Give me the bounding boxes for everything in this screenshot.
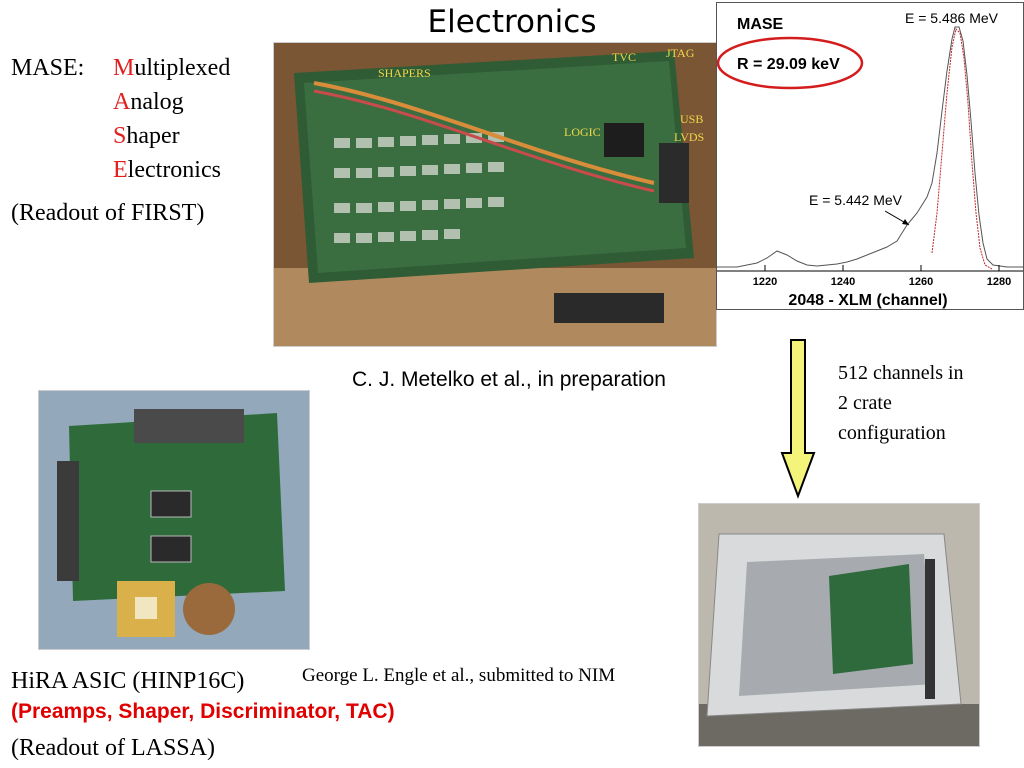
spectrum-plot: 1220 1240 1260 1280 2048 - XLM (channel)… bbox=[716, 2, 1024, 310]
crate-photo bbox=[698, 503, 980, 747]
mase-prefix: MASE: bbox=[11, 55, 85, 81]
board-illustration: SHAPERS TVC JTAG LOGIC USB LVDS bbox=[274, 43, 716, 346]
label-lvds: LVDS bbox=[674, 130, 704, 144]
crate-note: 512 channels in 2 crate configuration bbox=[838, 358, 964, 448]
down-arrow-icon bbox=[780, 339, 816, 499]
peak-label: E = 5.486 MeV bbox=[905, 10, 999, 26]
engle-reference: George L. Engle et al., submitted to NIM bbox=[302, 665, 616, 686]
shoulder-label: E = 5.442 MeV bbox=[809, 192, 903, 208]
acronym-line-s: Shaper bbox=[113, 123, 180, 149]
hira-readout: (Readout of LASSA) bbox=[11, 735, 215, 761]
label-logic: LOGIC bbox=[564, 125, 601, 139]
label-shapers: SHAPERS bbox=[378, 66, 431, 80]
hira-name: HiRA ASIC (HINP16C) bbox=[11, 668, 245, 694]
asic-illustration bbox=[39, 391, 309, 649]
label-jtag: JTAG bbox=[666, 46, 695, 60]
mase-board-photo: SHAPERS TVC JTAG LOGIC USB LVDS bbox=[273, 42, 717, 347]
spectrum-histogram bbox=[717, 26, 1023, 268]
spectrum-svg: 1220 1240 1260 1280 2048 - XLM (channel)… bbox=[716, 3, 1023, 309]
acronym-line-e: Electronics bbox=[113, 157, 221, 183]
resolution-ellipse bbox=[716, 36, 864, 90]
tick-1260: 1260 bbox=[909, 276, 933, 288]
tick-1240: 1240 bbox=[831, 276, 855, 288]
plot-resolution: R = 29.09 keV bbox=[737, 56, 840, 73]
crate-note-line: 512 channels in bbox=[838, 362, 964, 384]
hira-features: (Preamps, Shaper, Discriminator, TAC) bbox=[11, 700, 395, 723]
hira-asic-photo bbox=[38, 390, 310, 650]
mase-acronym: Multiplexed Analog Shaper Electronics bbox=[113, 51, 230, 187]
tick-1220: 1220 bbox=[753, 276, 777, 288]
label-tvc: TVC bbox=[612, 50, 636, 64]
acronym-line-a: Analog bbox=[113, 89, 184, 115]
label-usb: USB bbox=[680, 112, 703, 126]
slide-title: Electronics bbox=[427, 4, 597, 40]
acronym-line-m: Multiplexed bbox=[113, 55, 231, 81]
tick-1280: 1280 bbox=[987, 276, 1011, 288]
spectrum-fit bbox=[931, 28, 993, 270]
metelko-reference: C. J. Metelko et al., in preparation bbox=[352, 368, 666, 391]
x-axis-label: 2048 - XLM (channel) bbox=[788, 292, 947, 309]
crate-note-line: 2 crate bbox=[838, 392, 892, 414]
mase-readout: (Readout of FIRST) bbox=[11, 200, 205, 226]
plot-name: MASE bbox=[737, 16, 784, 33]
crate-illustration bbox=[699, 504, 979, 746]
crate-note-line: configuration bbox=[838, 422, 946, 444]
